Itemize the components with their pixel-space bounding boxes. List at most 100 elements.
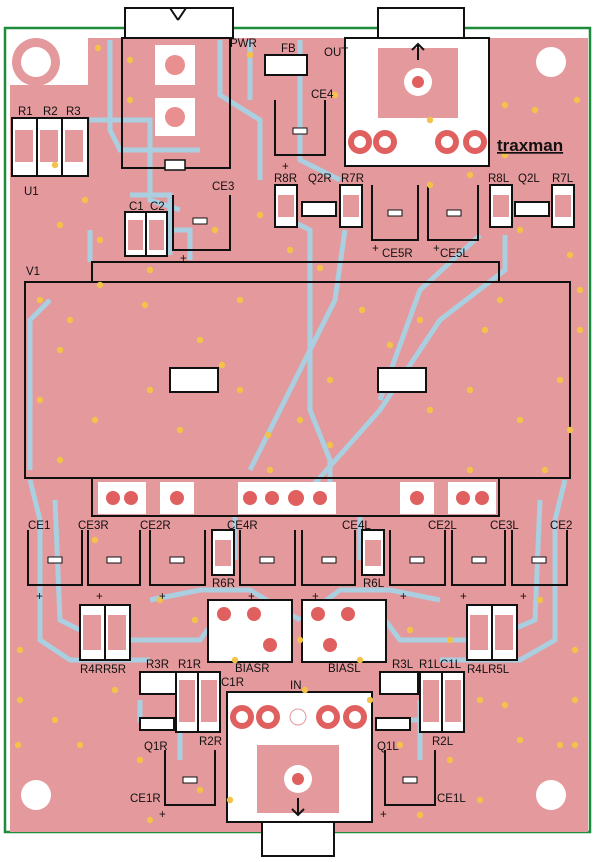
via-dot [136,756,144,764]
via-dot [81,196,89,204]
output-connector [344,7,490,167]
via-dot [326,441,334,449]
via-dot [396,741,404,749]
svg-text:+: + [400,591,407,603]
svg-text:+: + [433,243,440,255]
via-dot [516,736,524,744]
via-dot [501,101,509,109]
bias-trimmers [207,599,387,663]
label-out: OUT [324,47,348,59]
via-dot [211,226,219,234]
label-r4l5l: R4LR5L [467,664,510,676]
label-c2: C2 [150,201,165,213]
label-q1l: Q1L [377,741,399,753]
via-dot [56,456,64,464]
via-dot [296,636,304,644]
via-dot [231,656,239,664]
via-dot [416,811,424,819]
via-dot [476,696,484,704]
label-u1: U1 [24,186,39,198]
via-dot [481,326,489,334]
via-dot [196,336,204,344]
via-dot [126,96,134,104]
label-r6l: R6L [363,578,385,590]
label-ce2l: CE2L [428,520,457,532]
r1-r2-r3-resistors [11,117,89,177]
label-c1l: C1L [440,659,462,671]
via-dot [576,326,584,334]
via-dot [446,756,454,764]
via-dot [571,646,579,654]
via-dot [501,701,509,709]
label-ce2r: CE2R [140,520,171,532]
r8l-q2l-r7l [489,184,575,228]
label-r2l: R2L [432,736,454,748]
label-r3l: R3L [392,659,414,671]
via-dot [406,626,414,634]
via-dot [571,696,579,704]
via-dot [56,221,64,229]
svg-text:+: + [312,591,319,603]
via-dot [366,696,374,704]
via-dot [358,306,366,314]
mounting-holes [12,38,575,819]
label-pwr: PWR [230,38,257,50]
label-q1r: Q1R [144,741,168,753]
label-ce3l: CE3L [490,520,519,532]
via-dot [51,716,59,724]
via-dot [386,341,394,349]
via-dot [296,416,304,424]
label-r1r: R1R [178,659,201,671]
polarity-marks: + + + + + + + + + + + + + + [36,161,527,821]
label-ce5r: CE5R [382,248,413,260]
via-dot [556,741,564,749]
label-in: IN [290,680,302,692]
power-jack [121,7,234,171]
via-dot [76,741,84,749]
label-ce4: CE4 [311,89,334,101]
v1-pin-pads [98,482,496,514]
svg-text:+: + [248,591,255,603]
via-dot [176,426,184,434]
silkscreen-labels: PWR FB OUT CE4 R1 R2 R3 U1 C1 C2 CE3 R8R… [18,38,574,805]
via-dot [466,466,474,474]
via-dot [91,416,99,424]
via-dot [111,686,119,694]
label-c1: C1 [129,201,144,213]
via-dot [141,301,149,309]
ce5-capacitors [371,185,479,241]
label-ce4r: CE4R [227,520,258,532]
via-dot [246,51,254,59]
via-dot [426,116,434,124]
via-dot [16,696,24,704]
via-dot [96,281,104,289]
v1-main-component [24,261,571,517]
svg-text:+: + [460,591,467,603]
label-r3: R3 [66,106,81,118]
via-dot [576,286,584,294]
via-dot [236,386,244,394]
via-dot [566,426,574,434]
via-dot [331,91,339,99]
label-r2: R2 [43,106,58,118]
via-dot [264,431,272,439]
via-dot [573,96,581,104]
via-dot [426,181,434,189]
via-dot [536,596,544,604]
via-dot [66,316,74,324]
r4-r5-resistors [79,604,518,661]
via-dot [156,596,164,604]
via-dot [556,376,564,384]
svg-text:+: + [159,809,166,821]
svg-text:+: + [520,591,527,603]
via-dot [426,406,434,414]
via-dot [566,251,574,259]
via-dot [516,226,524,234]
via-dot [126,56,134,64]
via-dot [501,151,509,159]
via-dot [531,106,539,114]
r6-resistors [211,529,385,576]
via-dot [218,361,226,369]
label-ce3: CE3 [212,181,234,193]
